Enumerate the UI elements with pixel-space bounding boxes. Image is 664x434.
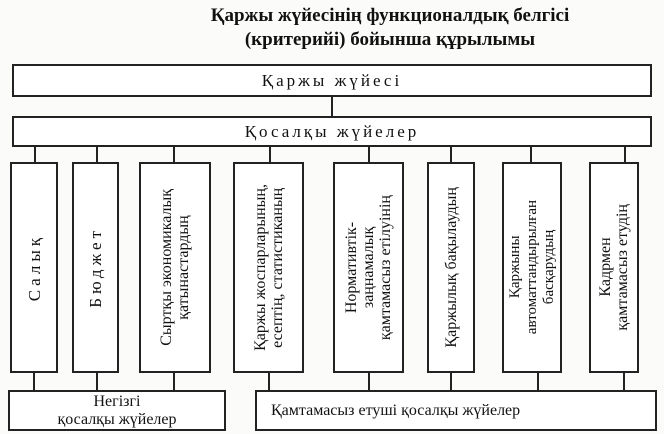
subsystem-normative-legal: Нормативтік- заңнамалық қамтамасыз етілу… bbox=[333, 162, 404, 373]
connector bbox=[368, 146, 370, 163]
subsystem-budget: Бюджет bbox=[72, 162, 119, 373]
connector bbox=[368, 372, 370, 391]
subsystem-label: Қаржылық бақылаудың bbox=[442, 187, 460, 348]
connector bbox=[96, 372, 98, 391]
subsystems-box: Қосалқы жүйелер bbox=[12, 116, 652, 147]
connector bbox=[624, 146, 626, 163]
diagram-title-line2: (критерийі) бойынша құрылымы bbox=[244, 29, 536, 50]
subsystem-financial-control: Қаржылық бақылаудың bbox=[427, 162, 475, 373]
subsystem-plans-accounting-statistics: Қаржы жоспарларының, есептің, статистика… bbox=[233, 162, 304, 373]
subsystem-label: Бюджет bbox=[86, 227, 105, 308]
connector bbox=[33, 372, 35, 391]
connector bbox=[34, 146, 36, 163]
connector bbox=[173, 146, 175, 163]
connector bbox=[173, 372, 175, 391]
subsystem-personnel: Кадрмен қамтамасыз етудің bbox=[589, 162, 639, 373]
diagram-title-line1: Қаржы жүйесінің функционалдық белгісі bbox=[210, 5, 570, 26]
support-subsystems-box: Қамтамасыз етуші қосалқы жүйелер bbox=[255, 390, 657, 431]
main-subsystems-box: Негізгі қосалқы жүйелер bbox=[8, 390, 226, 431]
connector bbox=[269, 146, 271, 163]
connector bbox=[537, 372, 539, 391]
subsystem-label: Қаржыны автоматтандырылған басқарудың bbox=[506, 200, 557, 335]
connector bbox=[268, 372, 270, 391]
subsystem-label: Салық bbox=[24, 233, 44, 302]
subsystem-label: Нормативтік- заңнамалық қамтамасыз етілу… bbox=[343, 194, 394, 341]
financial-system-box: Қаржы жүйесі bbox=[12, 64, 652, 97]
connector bbox=[450, 146, 452, 163]
connector bbox=[623, 372, 625, 391]
subsystem-label: Кадрмен қамтамасыз етудің bbox=[597, 204, 631, 331]
connector bbox=[530, 146, 532, 163]
subsystem-label: Сыртқы экономикалық қатынастардың bbox=[158, 189, 192, 346]
subsystem-label: Қаржы жоспарларының, есептің, статистика… bbox=[251, 184, 286, 351]
connector bbox=[96, 146, 98, 163]
connector bbox=[331, 96, 333, 117]
subsystem-automated-management: Қаржыны автоматтандырылған басқарудың bbox=[502, 162, 562, 373]
connector bbox=[450, 372, 452, 391]
subsystem-tax: Салық bbox=[10, 162, 58, 373]
subsystem-external-economic: Сыртқы экономикалық қатынастардың bbox=[139, 162, 211, 373]
